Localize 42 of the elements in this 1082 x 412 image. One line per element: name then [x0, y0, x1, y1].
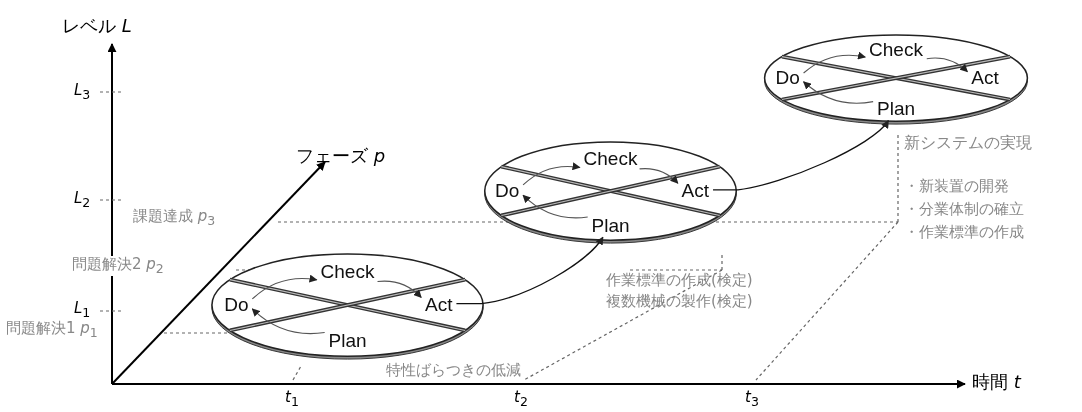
tick-label: L$_{1}$: [74, 300, 91, 320]
arrow: [712, 120, 890, 191]
tick-label: t$_{3}$: [745, 389, 759, 409]
arrow: [926, 57, 968, 73]
arrow: [251, 274, 318, 300]
note-text: ・作業標準の作成: [904, 224, 1024, 241]
phase-label: 課題達成 p$_{3}$: [133, 208, 216, 228]
pdca-step-label: Act: [681, 180, 709, 200]
note-text: ・新装置の開発: [904, 178, 1009, 195]
arrow: [251, 308, 326, 335]
arrow: [802, 81, 874, 104]
pdca-step-label: Act: [971, 67, 999, 87]
arrow: [455, 236, 604, 305]
axis-label: フェーズ p: [296, 146, 386, 166]
pdca-step-label: Plan: [328, 330, 367, 350]
arrow: [639, 168, 679, 184]
note-text: 作業標準の作成(検定): [606, 272, 753, 289]
phase-label: 問題解決1 p$_{1}$: [6, 320, 98, 340]
arrow: [522, 162, 581, 186]
axis-label: 時間 t: [972, 372, 1021, 392]
pdca-step-label: Plan: [877, 98, 915, 118]
pdca-step-label: Check: [869, 39, 923, 59]
note-text: ・分業体制の確立: [904, 201, 1024, 218]
pdca-step-label: Plan: [591, 215, 630, 235]
pdca-step-label: Do: [224, 294, 249, 314]
phase-label: 問題解決2 p$_{2}$: [72, 256, 164, 276]
pdca-step-label: Check: [320, 261, 375, 281]
note-text: 新システムの実現: [904, 134, 1032, 152]
axis-label: レベル L: [62, 16, 132, 36]
pdca-step-label: Check: [583, 148, 638, 168]
tick-label: L$_{2}$: [74, 190, 91, 210]
tick-label: t$_{1}$: [285, 389, 299, 409]
arrow: [522, 194, 589, 219]
pdca-step-label: Do: [775, 67, 800, 87]
arrow: [803, 51, 866, 74]
tick-label: t$_{2}$: [514, 389, 528, 409]
pdca-step-label: Do: [495, 180, 520, 200]
note-text: 特性ばらつきの低減: [386, 362, 521, 379]
tick-label: L$_{3}$: [74, 82, 91, 102]
note-text: 複数機械の製作(検定): [606, 293, 753, 310]
arrow: [376, 280, 422, 298]
pdca-step-label: Act: [424, 294, 453, 314]
